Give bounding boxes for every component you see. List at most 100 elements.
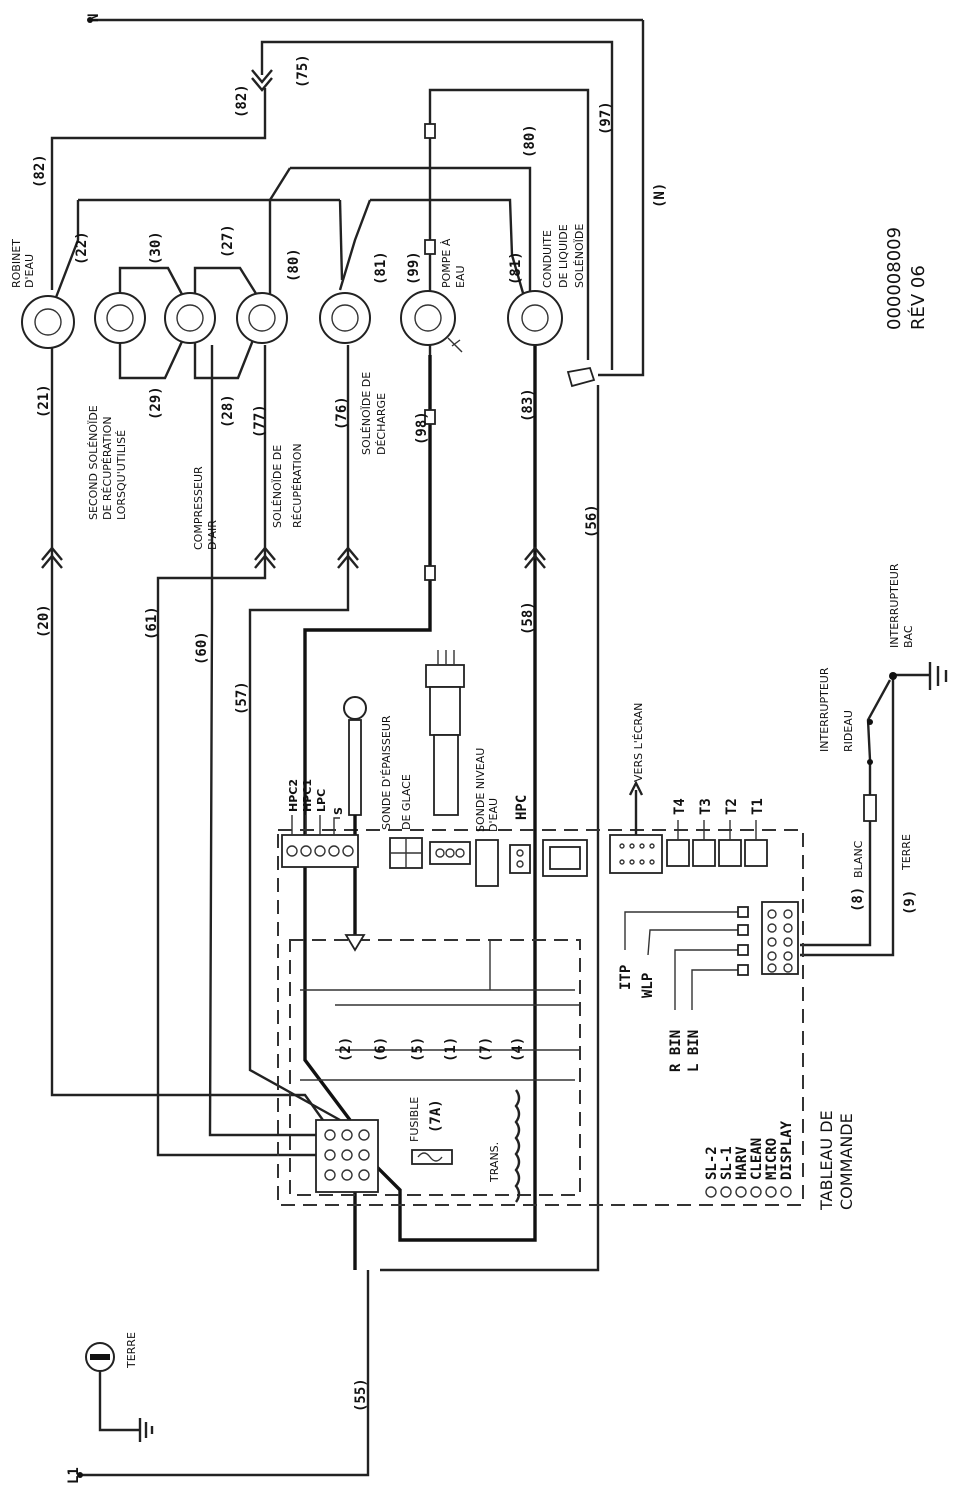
label-lbin: L BIN bbox=[686, 1030, 702, 1072]
led-harv bbox=[735, 1186, 747, 1198]
wire-label-97: (97) bbox=[598, 101, 614, 135]
pin bbox=[341, 1149, 353, 1161]
wire-20 bbox=[50, 345, 331, 1131]
inline-connector bbox=[424, 409, 436, 425]
relay-6: (6) bbox=[373, 1037, 389, 1062]
t4-block bbox=[666, 839, 690, 867]
l1-dot bbox=[77, 1472, 83, 1478]
wire-label-76: (76) bbox=[334, 396, 350, 430]
wire-label-21: (21) bbox=[36, 384, 52, 418]
itp-terminal bbox=[737, 906, 749, 918]
ground-lead bbox=[98, 1371, 140, 1432]
wire-label-27: (27) bbox=[220, 224, 236, 258]
pin bbox=[324, 1149, 336, 1161]
lead-wlp bbox=[647, 929, 740, 956]
display-connector bbox=[609, 834, 663, 874]
neutral-plug bbox=[566, 366, 596, 388]
plug-75-82 bbox=[251, 69, 273, 84]
label-hpc1: HPC1 bbox=[301, 779, 314, 812]
pin bbox=[516, 860, 524, 868]
label-vers-ecran: VERS L'ÉCRAN bbox=[632, 703, 645, 782]
water-probe-connector bbox=[429, 841, 471, 865]
screen-socket-inner bbox=[549, 846, 581, 870]
led-display bbox=[780, 1186, 792, 1198]
pin bbox=[516, 849, 524, 857]
liquid-line-solenoid-core bbox=[521, 304, 549, 332]
ice-probe-body bbox=[348, 719, 362, 816]
label-display: DISPLAY bbox=[779, 1120, 795, 1180]
wire-80-top bbox=[290, 166, 532, 300]
liquid-line-solenoid bbox=[507, 290, 563, 346]
pin bbox=[783, 909, 793, 919]
three-pin-connector bbox=[475, 839, 499, 887]
wire-29 bbox=[118, 334, 187, 380]
plug-58 bbox=[524, 546, 546, 561]
water-probe-stem bbox=[433, 734, 459, 816]
second-solenoid-core bbox=[106, 304, 134, 332]
pin bbox=[619, 859, 625, 865]
water-pump bbox=[400, 290, 456, 346]
hpc-lead bbox=[333, 817, 340, 835]
transformer bbox=[514, 1089, 521, 1203]
wire-n bbox=[598, 20, 645, 377]
wire-57 bbox=[248, 345, 350, 1122]
input-connector-pins bbox=[767, 909, 793, 973]
label-wlp: WLP bbox=[640, 973, 656, 998]
label-s: S bbox=[332, 807, 345, 815]
wire-label-58: (58) bbox=[520, 601, 536, 635]
wire-58 bbox=[373, 345, 537, 1242]
water-probe-top bbox=[425, 664, 465, 688]
pump-ground-mark bbox=[447, 337, 463, 353]
robinet-solenoid-core bbox=[34, 308, 62, 336]
neutral-dot bbox=[87, 17, 93, 23]
pin bbox=[767, 909, 777, 919]
wire-label-60: (60) bbox=[194, 631, 210, 665]
label-second-solenoide: SECOND SOLÉNOÏDE DE RÉCUPÉRATION LORSQU'… bbox=[87, 402, 128, 520]
label-t4: T4 bbox=[672, 798, 688, 815]
pin bbox=[286, 845, 298, 857]
label-blanc: BLANC bbox=[852, 840, 865, 878]
wire-60 bbox=[208, 345, 330, 1137]
pin bbox=[455, 848, 465, 858]
pin bbox=[649, 859, 655, 865]
pin bbox=[783, 923, 793, 933]
lead-itp bbox=[624, 911, 740, 950]
pin bbox=[649, 843, 655, 849]
relay-4: (4) bbox=[510, 1037, 526, 1062]
wire-55 bbox=[80, 1270, 370, 1477]
lbin-terminal bbox=[737, 964, 749, 976]
wire-label-80b: (80) bbox=[286, 248, 302, 282]
wire-22-b bbox=[338, 199, 344, 281]
plug-57 bbox=[337, 546, 359, 561]
wire-label-75: (75) bbox=[295, 54, 311, 88]
wire-30 bbox=[118, 266, 187, 301]
label-clean: CLEAN bbox=[749, 1138, 765, 1180]
wire-81 bbox=[370, 198, 527, 301]
relay-1: (1) bbox=[443, 1037, 459, 1062]
fuse-element bbox=[417, 1152, 443, 1162]
label-lpc: LPC bbox=[315, 789, 328, 812]
pin bbox=[328, 845, 340, 857]
label-tableau: TABLEAU DE COMMANDE bbox=[817, 1105, 856, 1211]
air-compressor-core bbox=[176, 304, 204, 332]
control-board bbox=[277, 650, 804, 1206]
label-itp: ITP bbox=[618, 965, 634, 990]
pin bbox=[767, 937, 777, 947]
plug-61b bbox=[254, 554, 276, 569]
plug-20b bbox=[41, 554, 63, 569]
label-interrupteur-rideau: INTERRUPTEUR RIDEAU bbox=[818, 664, 855, 752]
hpc-connector bbox=[281, 834, 359, 868]
t2-block bbox=[718, 839, 742, 867]
led-sl2 bbox=[705, 1186, 717, 1198]
ice-probe-plug bbox=[344, 934, 366, 952]
pin bbox=[358, 1129, 370, 1141]
wire-label-22: (22) bbox=[74, 231, 90, 265]
pin bbox=[445, 848, 455, 858]
pump-ground-mark bbox=[451, 339, 461, 347]
label-robinet: ROBINET D'EAU bbox=[10, 236, 36, 289]
pin bbox=[324, 1129, 336, 1141]
label-compresseur: COMPRESSEUR D'AIR bbox=[192, 463, 219, 550]
plug-20 bbox=[41, 546, 63, 561]
robinet-solenoid bbox=[21, 295, 75, 349]
pin bbox=[358, 1169, 370, 1181]
